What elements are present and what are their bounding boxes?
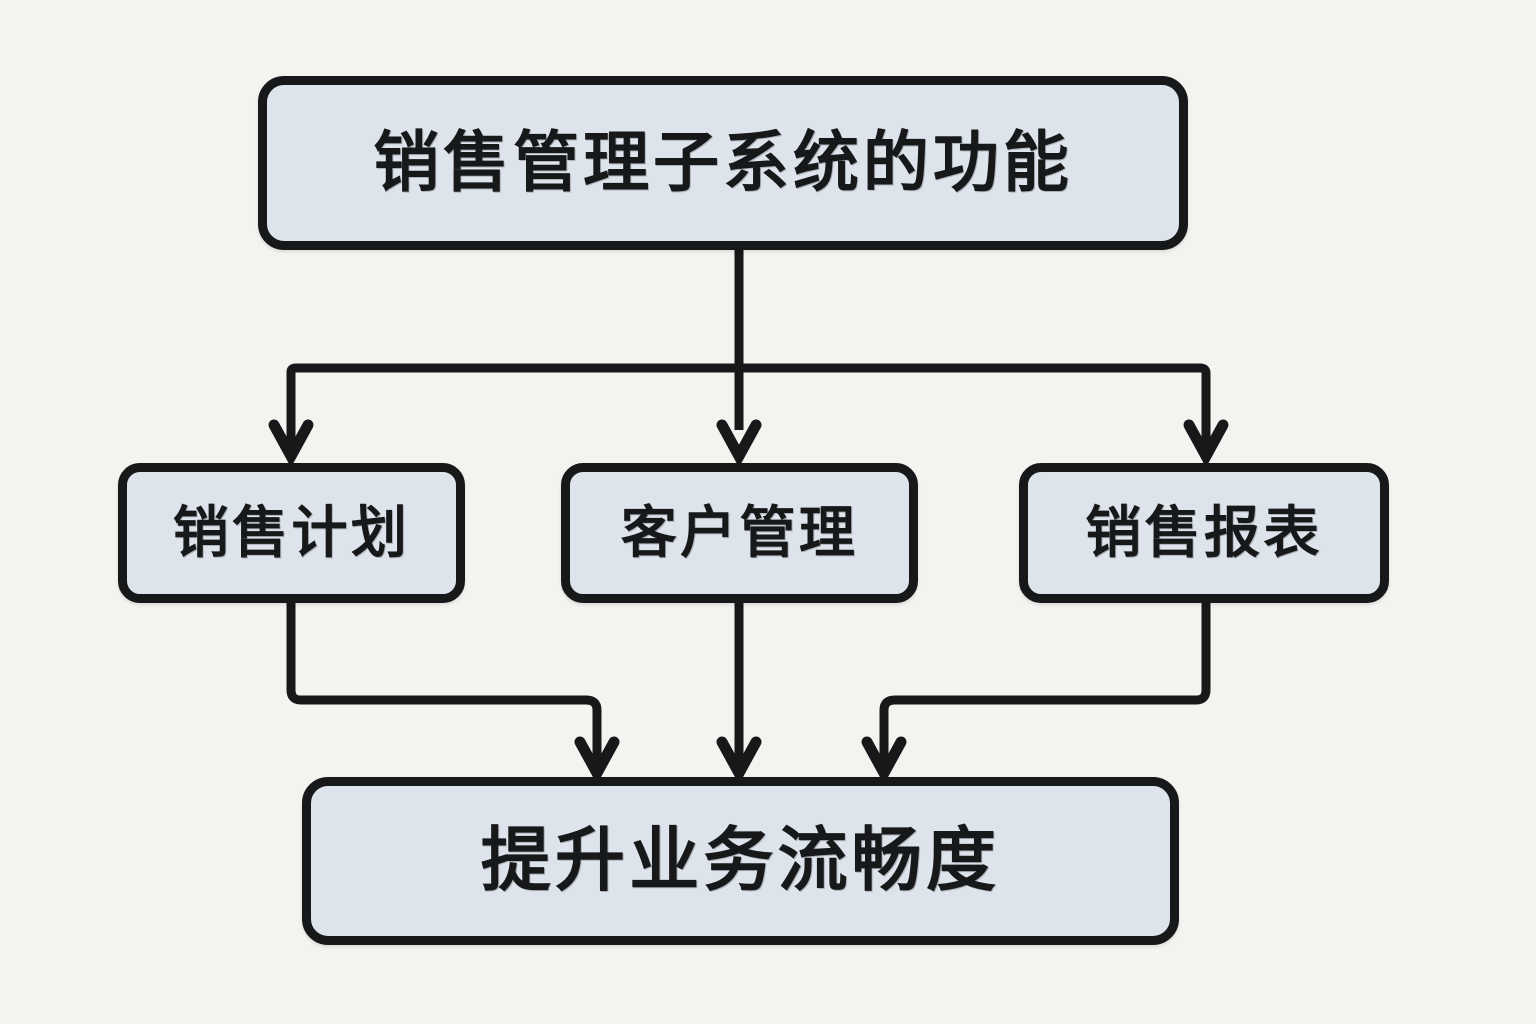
node-sales-report-label: 销售报表	[1085, 500, 1323, 564]
arrowhead-sales-report-to-outcome	[861, 736, 907, 785]
node-customer-management-label: 客户管理	[620, 500, 859, 564]
arrowhead-to-sales-plan	[268, 419, 314, 468]
arrowhead-to-customer-mgmt	[716, 419, 762, 468]
node-sales-report[interactable]: 销售报表	[1019, 463, 1389, 603]
node-root-label: 销售管理子系统的功能	[373, 125, 1073, 200]
arrowhead-sales-plan-to-outcome	[574, 736, 620, 785]
node-sales-plan-label: 销售计划	[172, 500, 411, 564]
node-sales-plan[interactable]: 销售计划	[118, 463, 465, 603]
node-outcome-improve-business-flow[interactable]: 提升业务流畅度	[302, 777, 1179, 945]
node-root-sales-management-functions[interactable]: 销售管理子系统的功能	[258, 76, 1188, 250]
edge-sales-plan-to-outcome	[286, 603, 602, 766]
node-outcome-label: 提升业务流畅度	[480, 821, 1001, 900]
arrowhead-to-sales-report	[1183, 419, 1229, 468]
arrowhead-customer-mgmt-to-outcome	[716, 736, 762, 785]
edge-root-bus	[286, 363, 1211, 430]
node-customer-management[interactable]: 客户管理	[561, 463, 918, 603]
edge-sales-report-to-outcome	[879, 603, 1211, 766]
